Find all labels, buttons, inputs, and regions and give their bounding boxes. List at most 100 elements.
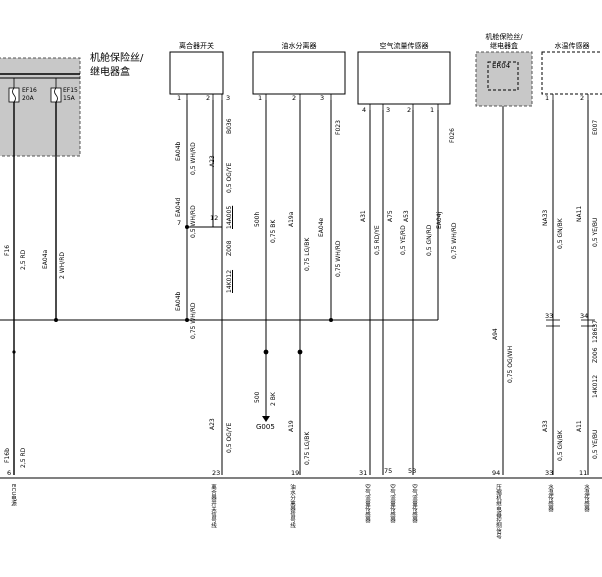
- wire-ea04j-spec: 0,75 WH/RD: [451, 222, 458, 259]
- fusebox-left-title-2: 继电器盒: [90, 67, 130, 78]
- pin-air-1: 1: [430, 106, 435, 114]
- air-flow-sensor-box: [357, 51, 451, 105]
- pin-air-4: 4: [362, 106, 367, 114]
- wire-a19a-spec: 0,75 LG/BK: [304, 237, 311, 271]
- wire-ea04a: EA04a: [42, 249, 49, 269]
- water-separator-title: 油水分离器: [281, 42, 317, 50]
- wire-ea04b-mid: EA04b: [175, 291, 182, 311]
- wire-a23-top: A23: [209, 155, 216, 167]
- fuse-ef16-rating: 20A: [22, 95, 34, 102]
- coolant-sensor-box: [541, 51, 602, 95]
- wire-ea04d-spec: 0,5 WH/RD: [190, 205, 197, 238]
- wire-f026: F026: [449, 128, 456, 143]
- ecu-label-power: ECU电源: [10, 484, 16, 507]
- pin-33-a: 33: [545, 312, 554, 320]
- wire-a19a: A19a: [288, 211, 295, 227]
- pin-clutch-2: 2: [206, 94, 211, 102]
- pin-air-3: 3: [386, 106, 391, 114]
- pin-water-3: 3: [320, 94, 325, 102]
- pin-clutch-1: 1: [177, 94, 182, 102]
- wire-ea04e-spec: 0,75 WH/RD: [335, 240, 342, 277]
- wire-ea04b-top: EA04b: [175, 141, 182, 161]
- pin-air-2: 2: [407, 106, 412, 114]
- wire-a19-spec: 0,75 LG/BK: [304, 431, 311, 465]
- wire-f16b: F16b: [4, 448, 11, 463]
- clutch-switch-title: 离合器开关: [179, 42, 214, 50]
- ecu-label-air-2: 空气流量传感器: [389, 484, 395, 523]
- ecu-label-air-3: 空气流量传感器: [411, 484, 417, 523]
- wire-a33: A33: [542, 420, 549, 432]
- wire-a33-spec: 0,5 GN/BK: [557, 430, 564, 461]
- coolant-sensor-title: 水温传感器: [554, 42, 590, 50]
- wire-na11: NA11: [576, 205, 583, 222]
- pin-splice-7: 7: [177, 219, 182, 227]
- wire-ea04b-mid-spec: 0,75 WH/RD: [190, 302, 197, 339]
- pin-34: 34: [580, 312, 589, 320]
- wire-a23-low: A23: [209, 418, 216, 430]
- wire-a31: A31: [360, 210, 367, 222]
- ecu-label-air-1: 空气流量传感器: [364, 484, 370, 523]
- splice-14a005: 14A005: [226, 205, 233, 229]
- wire-z006: Z006: [592, 347, 599, 363]
- ecu-pin-31: 31: [359, 469, 368, 477]
- wire-f16-spec: 2,5 RD: [20, 249, 27, 270]
- ecu-pin-19: 19: [291, 469, 300, 477]
- ecu-label-clutch: 离合器开关信号线: [210, 484, 216, 528]
- pin-33-b: 33: [545, 469, 554, 477]
- wire-ea04d: EA04d: [175, 197, 182, 217]
- ecu-label-pressure: 压缩机继电器控制信号: [495, 484, 501, 539]
- fusebox-left-body: [0, 57, 81, 157]
- wire-ea04a-spec: 2 WH/RD: [59, 252, 66, 279]
- pin-splice-12: 12: [210, 214, 219, 222]
- fuse-ef15-rating: 15A: [63, 95, 75, 102]
- ecu-pin-6: 6: [7, 469, 12, 477]
- ecu-pin-53: 53: [408, 467, 417, 475]
- ground-g005: G005: [256, 423, 275, 431]
- relay-er04-box: [487, 61, 519, 91]
- wire-ea04b-top-spec: 0,5 WH/RD: [190, 142, 197, 175]
- wire-a11-spec: 0,5 YE/BU: [592, 429, 599, 459]
- ecu-label-coolant-b: 水温传感器: [583, 484, 589, 512]
- wire-na33-spec: 0,5 GN/BK: [557, 218, 564, 249]
- splice-14k012: 14K012: [226, 269, 233, 293]
- wire-a53: A53: [403, 210, 410, 222]
- wire-b036: B036: [226, 118, 233, 134]
- pin-water-2: 2: [292, 94, 297, 102]
- ecu-label-water: 油水分离器信号线: [289, 484, 295, 528]
- wire-a23-top-spec: 0,5 OG/YE: [226, 162, 233, 193]
- fusebox-right-body: [475, 51, 533, 107]
- air-flow-sensor-title: 空气流量传感器: [379, 42, 429, 50]
- fuse-ef16-name: EF16: [22, 87, 37, 94]
- pin-clutch-3: 3: [226, 94, 231, 102]
- ecu-pin-11: 11: [579, 469, 588, 477]
- wire-500: 500: [254, 391, 261, 403]
- fusebox-right-title-2: 继电器盒: [490, 42, 518, 50]
- ecu-pin-23: 23: [212, 469, 221, 477]
- wire-a11: A11: [576, 420, 583, 432]
- ecu-pin-94: 94: [492, 469, 501, 477]
- wire-500h-spec: 0,75 BK: [270, 219, 277, 243]
- wire-a19: A19: [288, 420, 295, 432]
- wire-500-spec: 2 BK: [270, 392, 277, 406]
- wire-f16: F16: [4, 244, 11, 256]
- wire-a31-spec: 0,5 RD/YE: [374, 225, 381, 255]
- water-separator-box: [252, 51, 346, 95]
- wire-z008: Z008: [226, 240, 233, 256]
- wire-na11-spec: 0,5 YE/BU: [592, 217, 599, 247]
- wire-e007: E007: [592, 119, 599, 135]
- pin-coolant-2: 2: [580, 94, 585, 102]
- clutch-switch-box: [169, 51, 224, 95]
- ecu-label-coolant-a: 水温传感器: [547, 484, 553, 512]
- wire-a75: A75: [387, 210, 394, 222]
- wire-a94: A94: [492, 328, 499, 340]
- wire-f16b-spec: 2,5 RD: [20, 447, 27, 468]
- relay-er04-label: ER04: [492, 62, 511, 70]
- wire-128637: 128637: [592, 320, 599, 343]
- wire-a53-spec: 0,5 GN/RD: [426, 224, 433, 256]
- ecu-pin-75: 75: [384, 467, 393, 475]
- wire-f023: F023: [335, 120, 342, 135]
- wire-a75-spec: 0,5 YE/RD: [400, 225, 407, 255]
- wire-ea04j: EA04j: [436, 211, 443, 229]
- pin-water-1: 1: [258, 94, 263, 102]
